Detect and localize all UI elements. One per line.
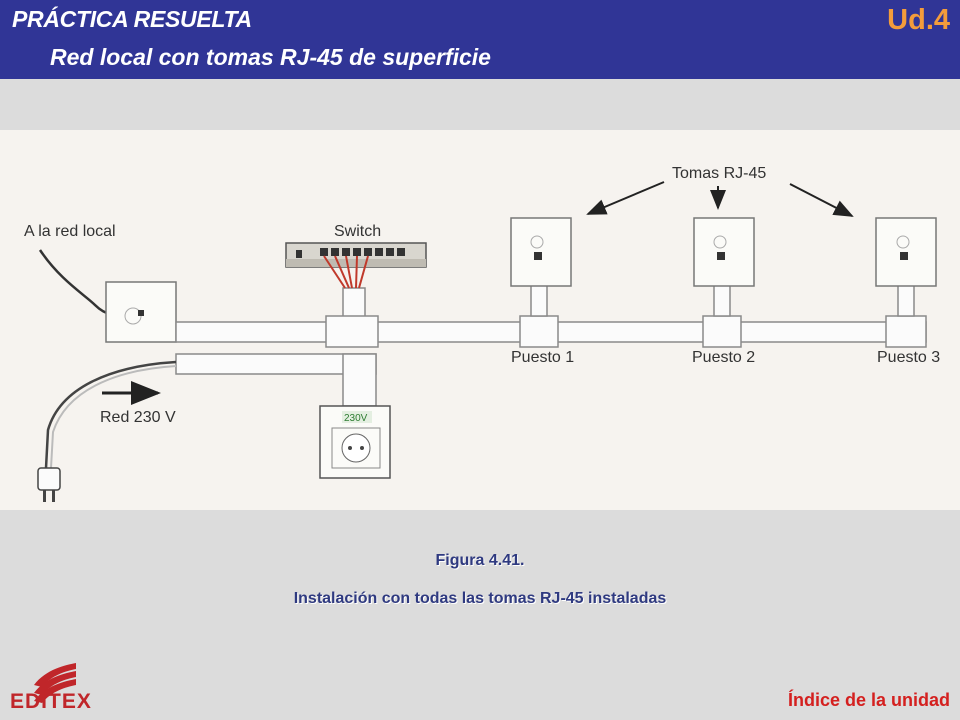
unit-index-link[interactable]: Índice de la unidad xyxy=(787,690,950,710)
rj45-arrow xyxy=(586,181,665,215)
network-switch xyxy=(285,242,427,289)
editex-logo-icon xyxy=(34,663,76,703)
network-diagram: A la red local xyxy=(0,130,960,510)
figure-caption-number: Figura 4.41. xyxy=(435,552,525,569)
rj45-outlet xyxy=(693,217,755,287)
slide-title: PRÁCTICA RESUELTA xyxy=(12,6,252,32)
rj45-label: Tomas RJ-45 xyxy=(672,165,766,182)
unit-badge: Ud.4 xyxy=(887,4,950,36)
workstation-label-2: Puesto 2 xyxy=(692,349,755,366)
network-wall-jack xyxy=(105,281,177,343)
socket-voltage-label: 230V xyxy=(344,413,368,424)
power-plug xyxy=(37,467,61,502)
figure-caption-text: Instalación con todas las tomas RJ-45 in… xyxy=(293,590,667,607)
diagram-svg: A la red local xyxy=(24,165,940,502)
rj45-outlet xyxy=(875,217,937,287)
slide-subtitle: Red local con tomas RJ-45 de superficie xyxy=(50,44,491,70)
rj45-arrow xyxy=(789,183,854,217)
slide-header: PRÁCTICA RESUELTA Red local con tomas RJ… xyxy=(0,0,960,79)
rj45-outlet xyxy=(510,217,572,287)
workstation-label-1: Puesto 1 xyxy=(511,349,574,366)
switch-label: Switch xyxy=(334,223,381,240)
power-cable xyxy=(44,360,177,469)
power-label: Red 230 V xyxy=(100,409,176,426)
local-network-label: A la red local xyxy=(24,223,116,240)
editex-logo-text: EDITEX xyxy=(10,690,92,713)
power-socket xyxy=(319,405,391,479)
workstation-label-3: Puesto 3 xyxy=(877,349,940,366)
